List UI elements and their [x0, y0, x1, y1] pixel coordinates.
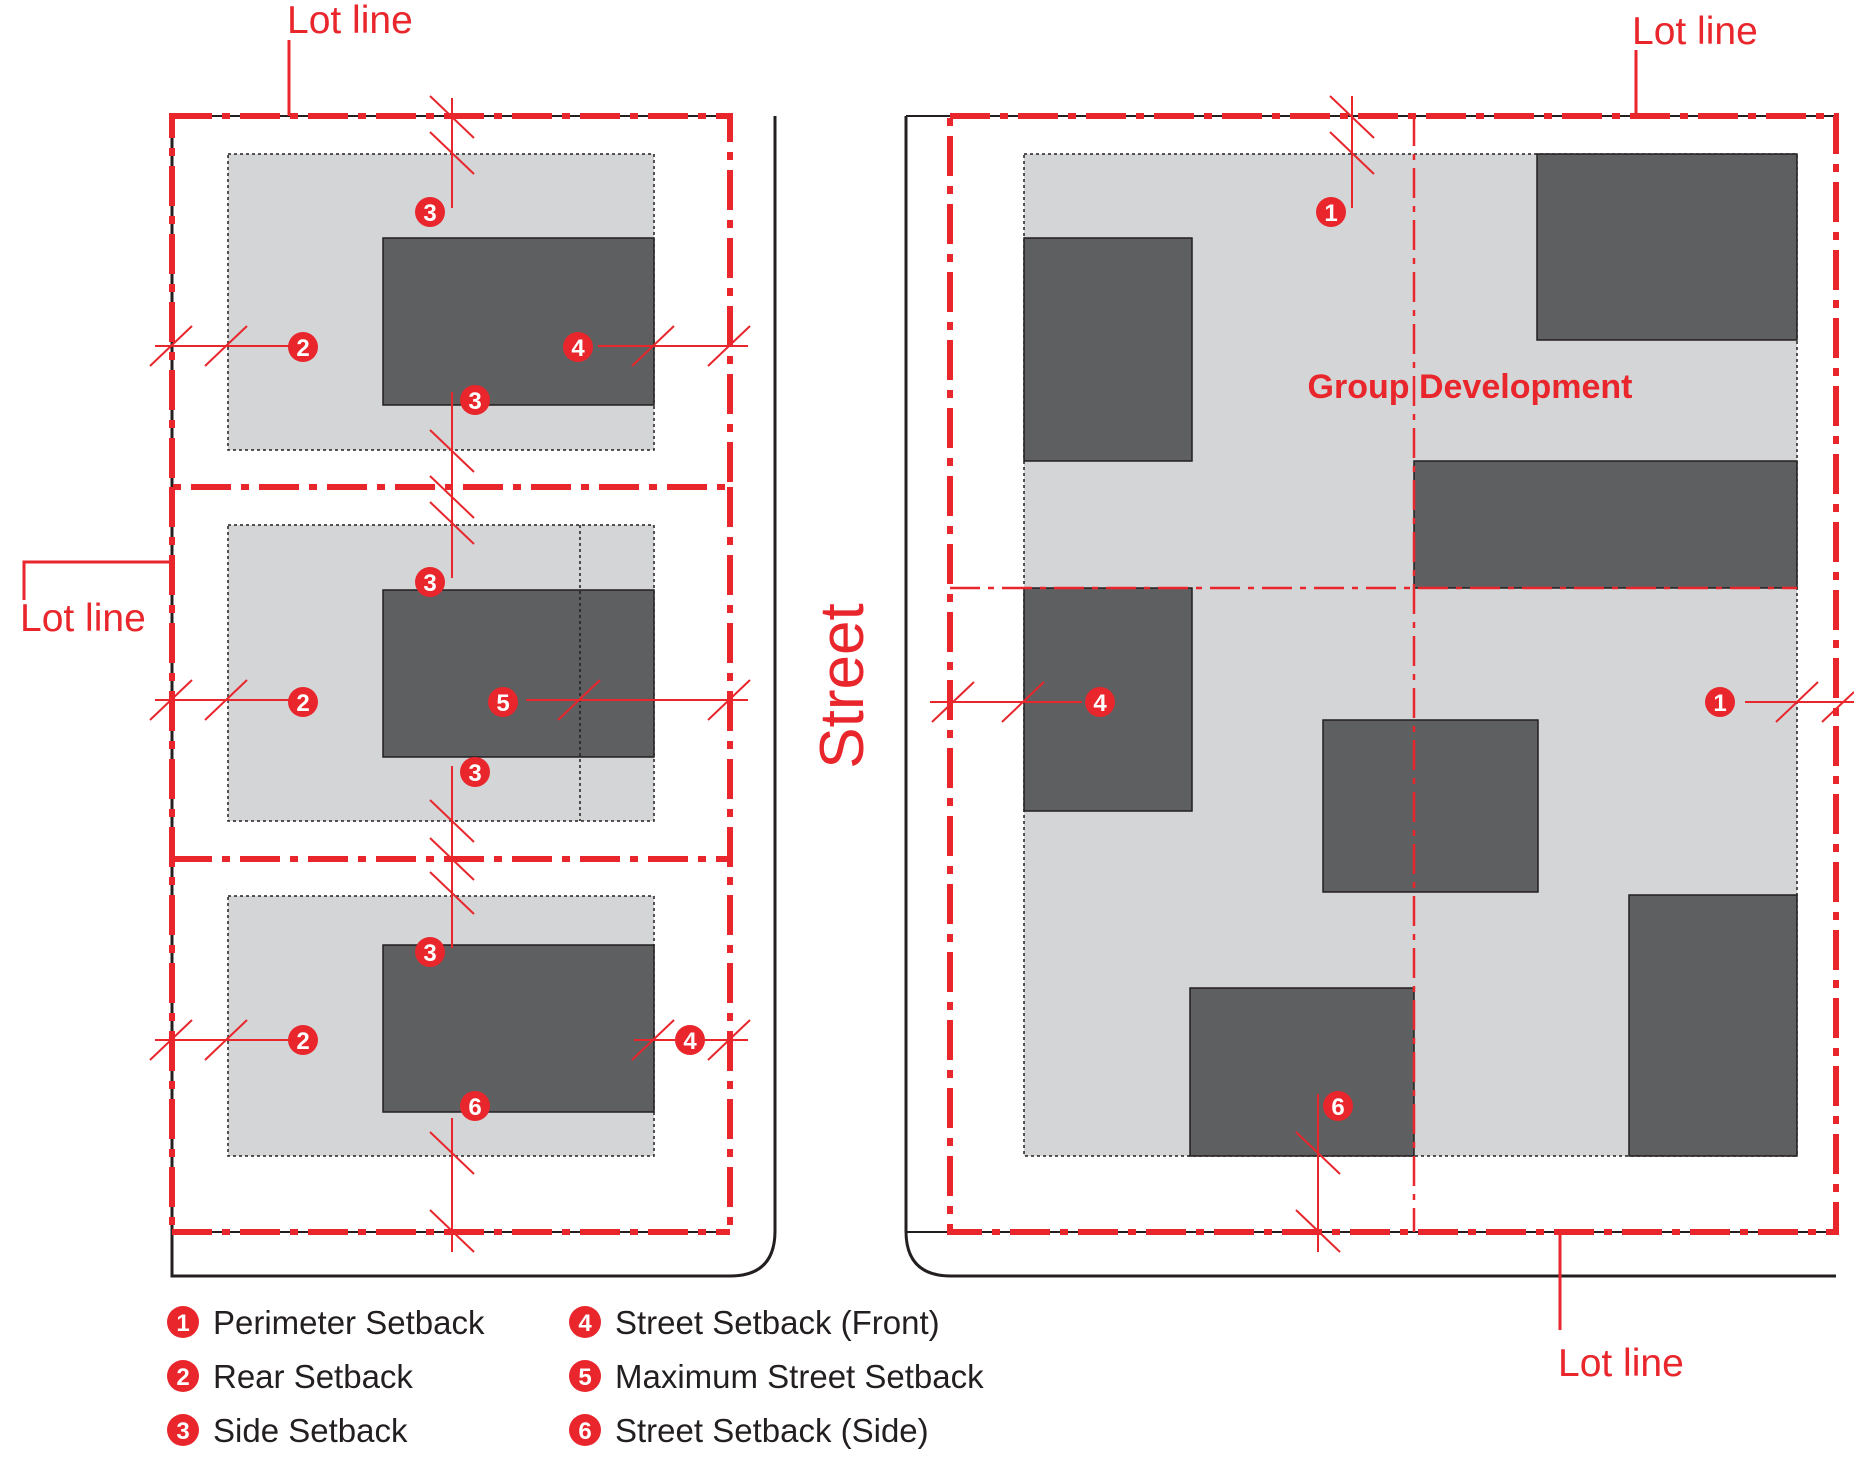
marker-perimeter-setback: 1 [1316, 197, 1346, 227]
building-group-6 [1628, 894, 1798, 1157]
svg-text:6: 6 [1331, 1094, 1344, 1121]
svg-text:1: 1 [1324, 200, 1337, 227]
legend-item: 6 Street Setback (Side) [569, 1412, 929, 1449]
svg-text:6: 6 [468, 1094, 481, 1121]
legend-item: 3 Side Setback [167, 1412, 408, 1449]
legend-item: 2 Rear Setback [167, 1358, 413, 1395]
building-lot-3 [382, 944, 655, 1113]
svg-text:3: 3 [468, 388, 481, 415]
svg-text:3: 3 [423, 940, 436, 967]
marker-side-setback: 3 [415, 197, 445, 227]
building-group-2 [1536, 153, 1798, 341]
svg-text:4: 4 [578, 1310, 592, 1337]
marker-street-setback-front: 4 [675, 1025, 705, 1055]
svg-text:3: 3 [176, 1418, 189, 1445]
svg-text:3: 3 [468, 760, 481, 787]
marker-street-setback-front: 4 [1085, 687, 1115, 717]
marker-max-street-setback: 5 [488, 687, 518, 717]
street-label: Street [808, 603, 877, 768]
svg-text:6: 6 [578, 1418, 591, 1445]
legend-item: 1 Perimeter Setback [167, 1304, 485, 1341]
svg-text:2: 2 [296, 1028, 309, 1055]
marker-rear-setback: 2 [288, 687, 318, 717]
marker-perimeter-setback: 1 [1705, 687, 1735, 717]
legend-label: Street Setback (Front) [615, 1304, 940, 1341]
marker-side-setback: 3 [460, 385, 490, 415]
svg-text:5: 5 [578, 1364, 591, 1391]
svg-text:3: 3 [423, 570, 436, 597]
svg-text:5: 5 [496, 690, 509, 717]
legend-label: Perimeter Setback [213, 1304, 485, 1341]
block-outline-left [170, 116, 777, 1278]
legend: 1 Perimeter Setback 2 Rear Setback 3 Sid… [167, 1304, 984, 1449]
group-development-panel: 1 4 1 6 Group Development Lot line Lot l… [904, 10, 1854, 1385]
marker-street-setback-front: 4 [563, 332, 593, 362]
svg-text:4: 4 [571, 335, 585, 362]
lot-line-group [947, 113, 1839, 1235]
marker-street-setback-side: 6 [460, 1091, 490, 1121]
svg-text:4: 4 [683, 1028, 697, 1055]
lot-line-leader-left [22, 560, 172, 600]
building-group-7 [1189, 987, 1415, 1157]
building-group-3 [1413, 460, 1798, 589]
block-outline-right [904, 116, 1836, 1278]
legend-label: Side Setback [213, 1412, 408, 1449]
svg-text:1: 1 [176, 1310, 189, 1337]
marker-street-setback-side: 6 [1323, 1091, 1353, 1121]
svg-text:4: 4 [1093, 690, 1107, 717]
group-development-label: Group Development [1308, 368, 1633, 406]
legend-label: Maximum Street Setback [615, 1358, 984, 1395]
marker-side-setback: 3 [415, 937, 445, 967]
lot-line-label-left: Lot line [20, 597, 146, 640]
building-group-5 [1322, 719, 1539, 893]
legend-item: 4 Street Setback (Front) [569, 1304, 940, 1341]
lot-line-label-top-right: Lot line [1632, 10, 1758, 53]
legend-label: Rear Setback [213, 1358, 413, 1395]
lot-line-label-top-left: Lot line [287, 0, 413, 42]
marker-rear-setback: 2 [288, 1025, 318, 1055]
building-lot-2 [382, 589, 655, 758]
legend-item: 5 Maximum Street Setback [569, 1358, 984, 1395]
svg-text:1: 1 [1713, 690, 1726, 717]
building-lot-1 [382, 237, 655, 406]
svg-text:2: 2 [176, 1364, 189, 1391]
marker-side-setback: 3 [415, 567, 445, 597]
marker-side-setback: 3 [460, 757, 490, 787]
marker-rear-setback: 2 [288, 332, 318, 362]
legend-label: Street Setback (Side) [615, 1412, 929, 1449]
svg-text:2: 2 [296, 335, 309, 362]
building-group-1 [1023, 237, 1193, 462]
individual-lots-panel: 3 2 4 3 3 2 5 3 [20, 0, 777, 1278]
svg-text:3: 3 [423, 200, 436, 227]
svg-text:2: 2 [296, 690, 309, 717]
lot-line-label-bottom-right: Lot line [1558, 1342, 1684, 1385]
